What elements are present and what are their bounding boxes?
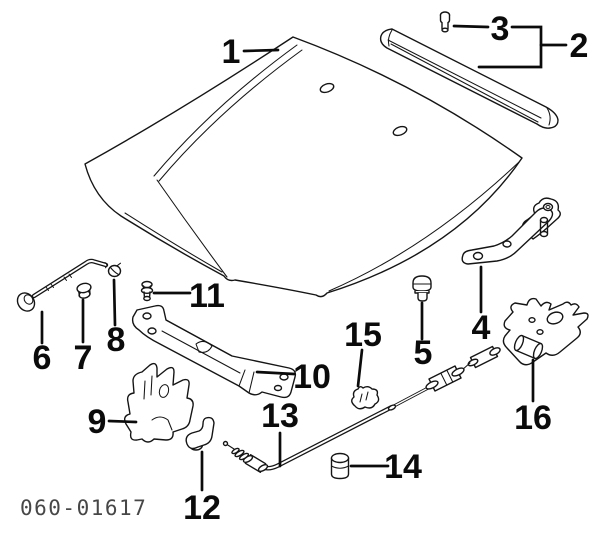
- part-3-weatherstrip-clip: [439, 11, 451, 33]
- part-label-13-hood-release-cable: 13: [261, 397, 299, 435]
- leader-line-9: [107, 419, 138, 424]
- part-2-hood-weatherstrip: [379, 28, 559, 129]
- drawing-number: 060-01617: [20, 496, 148, 520]
- part-10-latch-support-bracket: [131, 304, 297, 399]
- part-label-7-rod-grommet: 7: [74, 339, 93, 377]
- part-label-2-hood-weatherstrip: 2: [570, 27, 589, 65]
- part-label-1-hood-panel: 1: [222, 33, 241, 71]
- part-label-16-hood-lock-assembly: 16: [514, 399, 552, 437]
- part-14-cable-grommet: [330, 452, 350, 480]
- part-label-9-hood-latch-bracket: 9: [88, 403, 107, 441]
- part-1-hood-panel: [84, 36, 523, 298]
- part-4-hood-hinge: [461, 197, 561, 265]
- part-label-10-latch-support-bracket: 10: [293, 358, 331, 396]
- leader-line-3: [452, 24, 490, 29]
- part-8-rod-snap-clip: [107, 262, 122, 278]
- part-9-hood-latch-bracket: [123, 362, 194, 443]
- part-6-hood-support-rod: [16, 258, 109, 312]
- part-label-14-cable-grommet: 14: [384, 448, 422, 486]
- part-label-11-push-clip: 11: [189, 277, 225, 315]
- part-16-hood-lock-assembly: [502, 297, 589, 366]
- leader-line-1: [242, 48, 280, 53]
- part-7-rod-grommet: [76, 282, 92, 299]
- leader-line-10: [255, 370, 296, 376]
- part-13-hood-release-cable: [222, 345, 501, 473]
- callout-bracket-2-3: [477, 25, 543, 69]
- part-label-5-overslam-bumper: 5: [414, 334, 433, 372]
- leader-line-15: [356, 348, 364, 388]
- part-5-overslam-bumper: [412, 275, 432, 302]
- part-12-cable-clip: [185, 416, 215, 451]
- part-label-15-cable-snap-clip: 15: [344, 316, 382, 354]
- part-label-8-rod-snap-clip: 8: [107, 321, 126, 359]
- leader-line-8: [112, 278, 117, 327]
- part-label-6-hood-support-rod: 6: [33, 339, 52, 377]
- part-15-cable-snap-clip: [351, 386, 380, 410]
- part-11-push-clip: [140, 280, 154, 302]
- part-label-4-hood-hinge: 4: [472, 309, 491, 347]
- part-label-12-cable-clip: 12: [183, 489, 221, 527]
- part-label-3-weatherstrip-clip: 3: [491, 10, 510, 48]
